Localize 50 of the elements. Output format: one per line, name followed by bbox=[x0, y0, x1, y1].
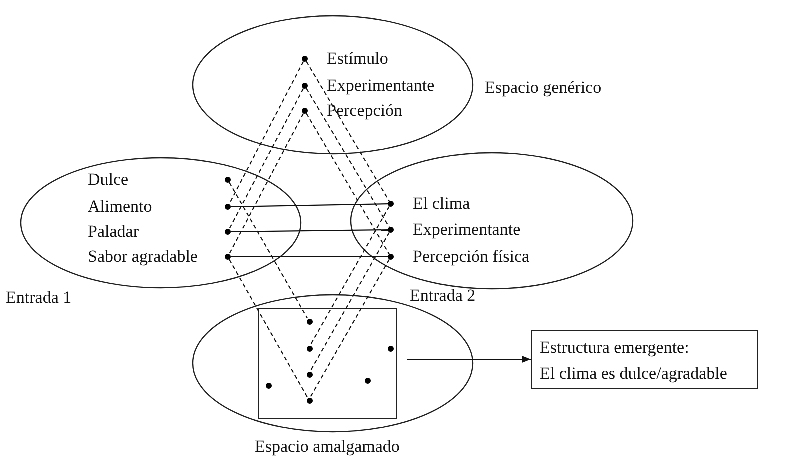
dot-marker bbox=[302, 56, 308, 62]
concept-label: Paladar bbox=[88, 222, 139, 242]
mapping-line bbox=[310, 232, 390, 372]
dot-marker bbox=[388, 346, 394, 352]
dot-marker bbox=[225, 204, 231, 210]
concept-label: Alimento bbox=[88, 197, 152, 217]
dot-marker bbox=[307, 372, 313, 378]
mapping-line bbox=[231, 229, 388, 233]
dot-marker bbox=[307, 346, 313, 352]
dot-marker bbox=[225, 177, 231, 183]
mapping-line bbox=[310, 259, 390, 398]
dot-marker bbox=[388, 227, 394, 233]
result-heading: Estructura emergente: bbox=[540, 338, 690, 358]
dot-marker bbox=[388, 201, 394, 207]
mapping-line bbox=[228, 88, 304, 230]
dot-marker bbox=[307, 319, 313, 325]
concept-label: Sabor agradable bbox=[88, 247, 198, 267]
result-text: El clima es dulce/agradable bbox=[540, 364, 728, 384]
concept-label: Dulce bbox=[88, 170, 129, 190]
concept-label: Experimentante bbox=[327, 76, 435, 96]
concept-label: El clima bbox=[413, 194, 470, 214]
mapping-line bbox=[306, 88, 390, 228]
arrow bbox=[407, 356, 531, 364]
dot-marker bbox=[365, 378, 371, 384]
concept-label: Estímulo bbox=[327, 49, 388, 69]
dot-marker bbox=[225, 254, 231, 260]
concept-label: Percepción bbox=[327, 101, 403, 121]
mapping-line bbox=[231, 204, 388, 208]
mapping-line bbox=[310, 206, 390, 346]
blend-frame bbox=[258, 308, 397, 419]
mapping-line bbox=[228, 61, 304, 205]
dot-marker bbox=[302, 108, 308, 114]
concept-label: Experimentante bbox=[413, 220, 521, 240]
mapping-line bbox=[229, 259, 308, 398]
mapping-line bbox=[231, 256, 388, 258]
mapping-line bbox=[228, 113, 304, 255]
dot-marker bbox=[266, 383, 272, 389]
concept-label: Percepción física bbox=[413, 247, 530, 267]
space-name: Entrada 1 bbox=[6, 288, 72, 308]
space-name: Entrada 2 bbox=[410, 286, 476, 306]
mapping-line bbox=[306, 61, 390, 202]
dot-marker bbox=[225, 229, 231, 235]
dot-marker bbox=[302, 83, 308, 89]
mapping-line bbox=[306, 113, 390, 255]
space-name: Espacio genérico bbox=[485, 78, 602, 98]
dot-marker bbox=[307, 398, 313, 404]
result-box bbox=[531, 330, 758, 389]
dot-marker bbox=[388, 254, 394, 260]
space-name: Espacio amalgamado bbox=[255, 437, 400, 457]
mapping-line bbox=[229, 182, 308, 319]
